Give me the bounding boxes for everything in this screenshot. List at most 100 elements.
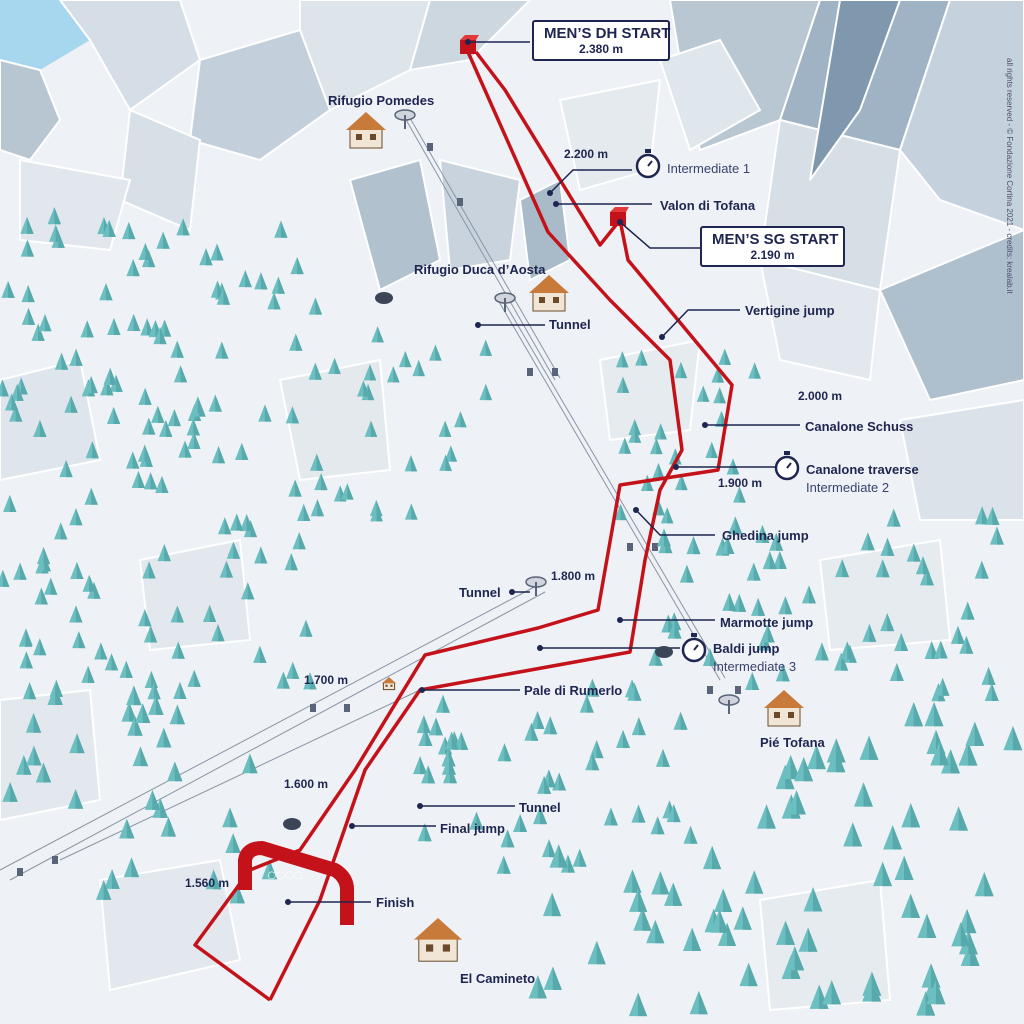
rock-facet [818,538,952,652]
tree-shade [925,991,936,1016]
lift-chair [735,686,741,694]
tree-icon [0,569,10,587]
tree-icon [649,437,663,455]
feature-canalone-schuss: Canalone Schuss [805,419,914,434]
tree-icon [159,419,173,437]
tree-icon [444,445,458,462]
feature-pale: Pale di Rumerlo [524,683,623,698]
tree-icon [906,543,921,562]
tree-shade [680,711,688,730]
tree-icon [950,625,965,644]
tree-shade [967,741,978,766]
tree-shade [29,682,37,700]
tree-icon [59,459,73,478]
tree-shade [292,406,300,424]
tree-shade [544,775,552,794]
tree-icon [107,317,121,336]
tree-icon [496,855,511,874]
tree-shade [363,380,370,397]
tree-shade [940,640,948,659]
tree-icon [745,672,760,691]
stopwatch-icon [635,149,661,179]
tree-shade [753,562,761,581]
tree-icon [285,406,300,424]
tree-shade [663,528,671,547]
tree-shade [260,272,268,290]
tree-shade [309,672,317,690]
tree-shade [133,313,141,331]
tree-icon [371,326,384,343]
leader-dot [349,823,355,829]
tree-icon [705,441,718,459]
tree-icon [104,653,119,671]
tree-icon [702,845,722,870]
tree-shade [76,733,85,754]
tree-icon [683,825,698,844]
tree-shade [442,694,450,713]
tree-icon [44,577,58,595]
tree-icon [82,574,96,592]
tree-icon [689,990,708,1015]
tree-icon [119,818,135,839]
tree-icon [904,702,924,727]
tree-icon [667,620,682,639]
tree-icon [151,405,165,423]
tree-shade [218,446,226,464]
tree-icon [775,663,790,682]
tree-icon [633,907,652,931]
tree-icon [542,892,562,917]
tree-shade [87,320,94,338]
tree-shade [754,870,764,894]
tree-shade [727,535,735,554]
tree-shade [292,661,300,679]
tree-icon [309,453,324,471]
tree-shade [981,506,989,525]
sg-start-altitude: 2.190 m [750,248,795,262]
tree-shade [151,670,158,688]
tree-icon [664,882,683,906]
tree-shade [393,366,400,383]
tree-shade [968,930,978,955]
start-hut-roof [460,35,479,40]
tree-icon [873,861,893,887]
tree-shade [126,818,135,839]
tree-icon [627,682,642,701]
tree-shade [213,869,222,890]
tree-shade [739,486,746,503]
tree-shade [794,946,805,971]
tree-shade [420,756,428,775]
tree-shade [160,798,168,818]
forest [0,207,1023,1017]
tree-icon [675,473,688,491]
tree-icon [271,276,285,294]
hut-window [370,134,376,140]
tree-icon [142,417,156,435]
tree-shade [852,822,863,847]
tree-shade [128,222,136,240]
tree-icon [614,503,627,521]
tree-icon [292,532,306,550]
tree-shade [726,922,737,947]
tree-icon [720,535,735,554]
tree-icon [541,839,556,858]
tree-icon [984,683,999,702]
tree-icon [756,804,776,829]
tree-shade [174,761,183,782]
tree-icon [132,746,149,767]
rock-facet [758,258,882,382]
tree-icon [171,641,185,659]
tree-shade [75,508,83,526]
tree-icon [840,641,855,660]
hut-icon [382,677,396,691]
tree-shade [197,396,205,414]
tree-icon [22,682,37,700]
tree-icon [631,804,646,823]
tree-shade [177,704,185,725]
stopwatch-crown [691,633,697,637]
tree-shade [647,474,654,491]
tree-shade [655,919,665,944]
tree-icon [854,782,873,807]
tree-icon [814,642,829,661]
tree-icon [787,790,806,815]
tree-shade [109,219,116,238]
